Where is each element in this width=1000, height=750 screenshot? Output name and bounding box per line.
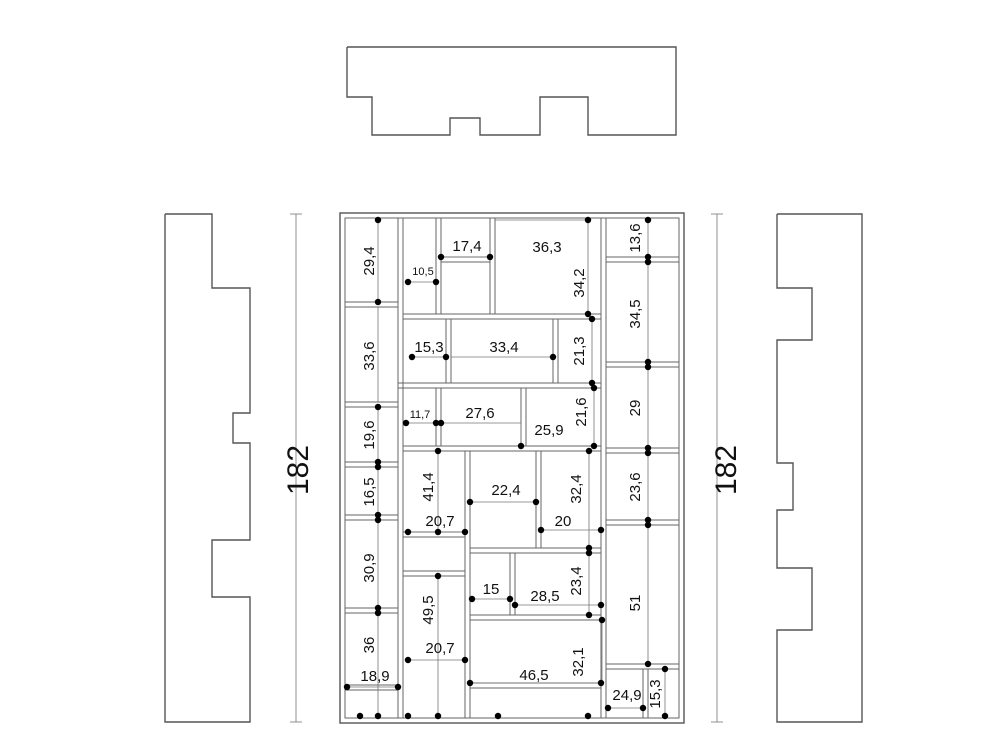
measurement-lines bbox=[347, 219, 666, 716]
dim-label: 33,4 bbox=[489, 339, 518, 356]
dim-label: 23,6 bbox=[627, 472, 644, 501]
dim-label: 36,3 bbox=[532, 239, 561, 256]
dim-label: 49,5 bbox=[420, 595, 437, 624]
dim-label: 15,3 bbox=[647, 679, 664, 708]
dim-label: 21,3 bbox=[571, 336, 588, 365]
dim-label: 34,5 bbox=[627, 299, 644, 328]
dim-label: 32,1 bbox=[570, 647, 587, 676]
dim-label: 18,9 bbox=[360, 668, 389, 685]
dim-label: 24,9 bbox=[612, 687, 641, 704]
dim-label: 20,7 bbox=[425, 513, 454, 530]
dim-label: 36 bbox=[361, 637, 378, 654]
dim-label: 13,6 bbox=[627, 223, 644, 252]
dim-label: 22,4 bbox=[491, 482, 520, 499]
dim-label: 16,5 bbox=[361, 477, 378, 506]
measurement-dots bbox=[343, 216, 669, 720]
left-height-dimension bbox=[290, 213, 302, 723]
right-side-profile bbox=[776, 213, 863, 723]
dim-label: 32,4 bbox=[568, 474, 585, 503]
right-height-dimension bbox=[711, 213, 723, 723]
dim-label: 29 bbox=[627, 400, 644, 417]
dim-label: 25,9 bbox=[534, 422, 563, 439]
dim-label: 15,3 bbox=[414, 339, 443, 356]
dim-label: 27,6 bbox=[465, 405, 494, 422]
dim-label: 33,6 bbox=[361, 341, 378, 370]
height-label-left: 182 bbox=[282, 445, 315, 495]
dim-label: 28,5 bbox=[530, 588, 559, 605]
dimension-labels: 29,4 33,6 19,6 16,5 30,9 36 18,9 10,5 17… bbox=[360, 223, 664, 708]
top-view-profile bbox=[346, 46, 677, 136]
dim-label: 19,6 bbox=[361, 420, 378, 449]
dim-label: 21,6 bbox=[573, 397, 590, 426]
dim-label: 51 bbox=[627, 595, 644, 612]
front-view-shelves bbox=[345, 217, 679, 719]
left-side-profile bbox=[164, 213, 251, 723]
dim-label: 10,5 bbox=[412, 266, 433, 278]
dim-label: 46,5 bbox=[519, 667, 548, 684]
dim-label: 20 bbox=[555, 513, 572, 530]
dim-label: 23,4 bbox=[568, 566, 585, 595]
dim-label: 34,2 bbox=[571, 268, 588, 297]
dim-label: 15 bbox=[483, 581, 500, 598]
dim-label: 41,4 bbox=[420, 472, 437, 501]
dim-label: 11,7 bbox=[410, 409, 431, 421]
dim-label: 30,9 bbox=[361, 553, 378, 582]
height-label-right: 182 bbox=[710, 445, 743, 495]
dim-label: 17,4 bbox=[452, 238, 481, 255]
dim-label: 20,7 bbox=[425, 640, 454, 657]
front-view-frame bbox=[339, 212, 685, 724]
dim-label: 29,4 bbox=[361, 246, 378, 275]
